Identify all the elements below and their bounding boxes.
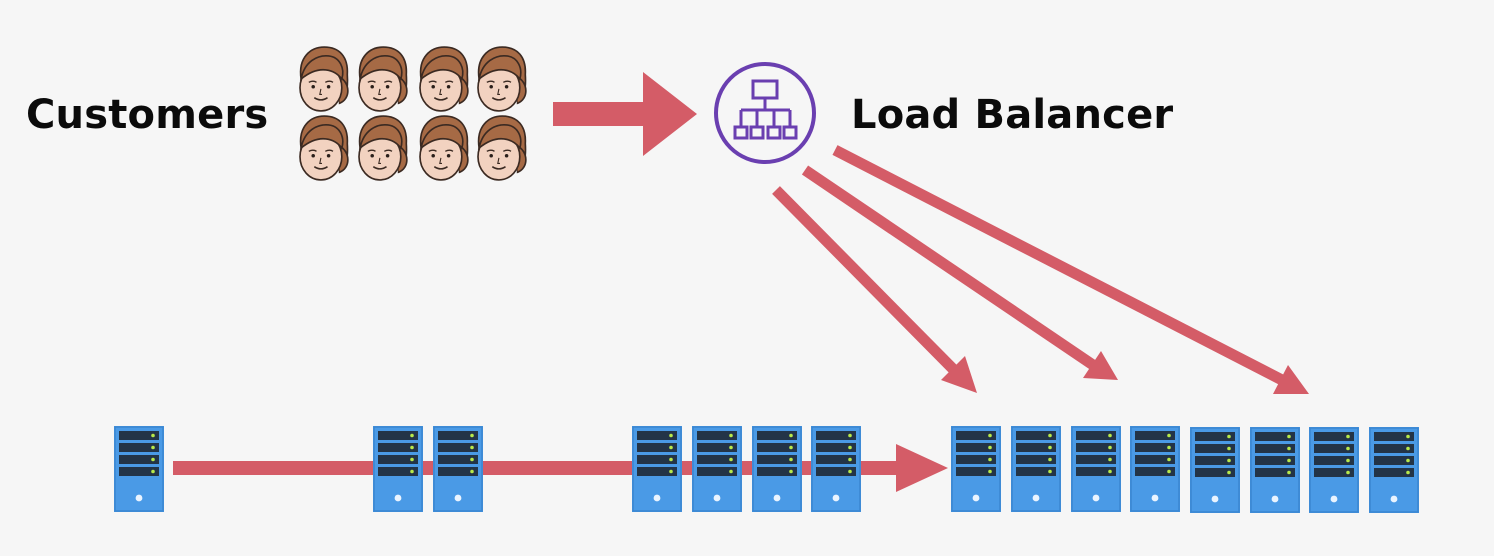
customer-icon: [477, 46, 527, 112]
server-icon: [373, 426, 423, 512]
load-balancer-icon: [714, 62, 816, 164]
customer-icon: [299, 46, 349, 112]
server-icon: [114, 426, 164, 512]
server-icon: [1369, 427, 1419, 513]
fanout-arrowhead-2: [1083, 351, 1118, 380]
customer-icon: [419, 115, 469, 181]
fanout-arrowhead-1: [941, 356, 977, 393]
customer-icon: [299, 115, 349, 181]
server-icon: [951, 426, 1001, 512]
server-group-8: [951, 426, 1419, 513]
fanout-arrow-1: [772, 186, 959, 375]
customer-icon: [477, 115, 527, 181]
server-icon: [811, 426, 861, 512]
customer-icon: [358, 115, 408, 181]
server-icon: [433, 426, 483, 512]
server-icon: [752, 426, 802, 512]
server-icon: [692, 426, 742, 512]
server-group-1: [114, 426, 164, 512]
customer-group: [299, 46, 527, 181]
server-icon: [1190, 427, 1240, 513]
customers-label: Customers: [26, 92, 269, 138]
customer-icon: [358, 46, 408, 112]
fanout-arrow-2: [801, 165, 1097, 370]
fanout-arrowhead-3: [1273, 365, 1309, 394]
lb-fanout-arrows: [772, 145, 1309, 394]
server-icon: [1130, 426, 1180, 512]
customers-to-lb-arrow: [553, 72, 697, 156]
load-balancer-label: Load Balancer: [851, 92, 1174, 138]
server-icon: [1071, 426, 1121, 512]
server-icon: [1250, 427, 1300, 513]
customer-icon: [419, 46, 469, 112]
server-icon: [632, 426, 682, 512]
fanout-arrow-3: [832, 145, 1285, 385]
server-icon: [1011, 426, 1061, 512]
server-icon: [1309, 427, 1359, 513]
